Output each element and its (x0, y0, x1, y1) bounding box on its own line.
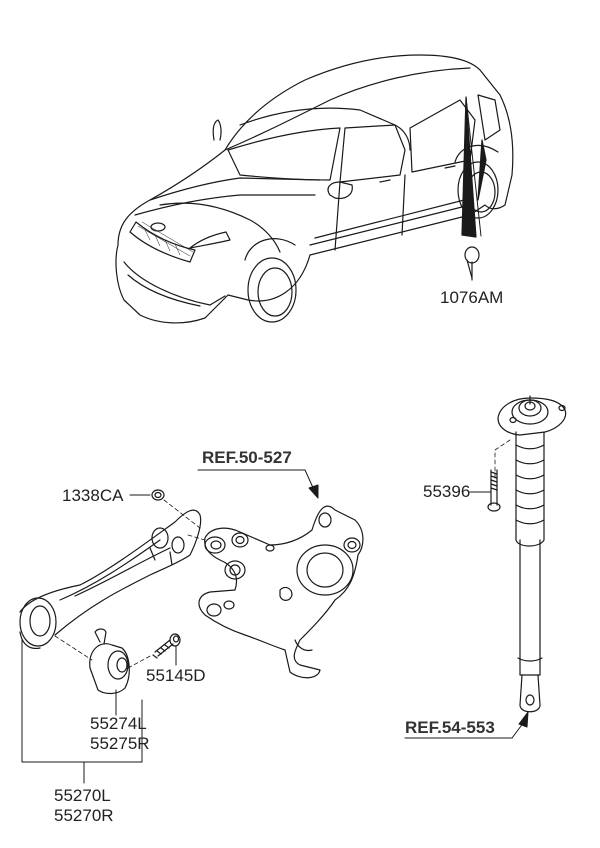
car-illustration (115, 54, 514, 324)
plug-cap-icon (464, 246, 480, 281)
bushing-code-right: 55275R (90, 734, 150, 753)
part-label-shock-bolt[interactable]: 55396 (423, 482, 471, 501)
part-label-arm-bolt[interactable]: 55145D (146, 666, 206, 685)
part-label-bushing[interactable]: 55274L 55275R (90, 714, 150, 754)
bolt-icon (127, 633, 181, 669)
ref-shock-leader (404, 711, 529, 739)
bushing-icon (54, 628, 130, 716)
knuckle-icon (187, 505, 364, 679)
part-label-trailing-arm[interactable]: 55270L 55270R (54, 786, 114, 826)
bolt-icon (469, 469, 501, 512)
ref-label-knuckle[interactable]: REF.50-527 (202, 448, 292, 467)
shock-absorber-icon (494, 395, 567, 713)
ref-label-shock[interactable]: REF.54-553 (405, 718, 495, 737)
part-label-nut[interactable]: 1338CA (62, 486, 124, 505)
bushing-code-left: 55274L (90, 714, 147, 733)
ref-knuckle-leader (197, 469, 319, 499)
trailing-arm-code-left: 55270L (54, 786, 111, 805)
part-label-plug[interactable]: 1076AM (440, 288, 504, 307)
trailing-arm-leader (21, 639, 143, 784)
trailing-arm-icon (19, 509, 202, 650)
flange-nut-icon (129, 489, 201, 529)
trailing-arm-code-right: 55270R (54, 806, 114, 825)
